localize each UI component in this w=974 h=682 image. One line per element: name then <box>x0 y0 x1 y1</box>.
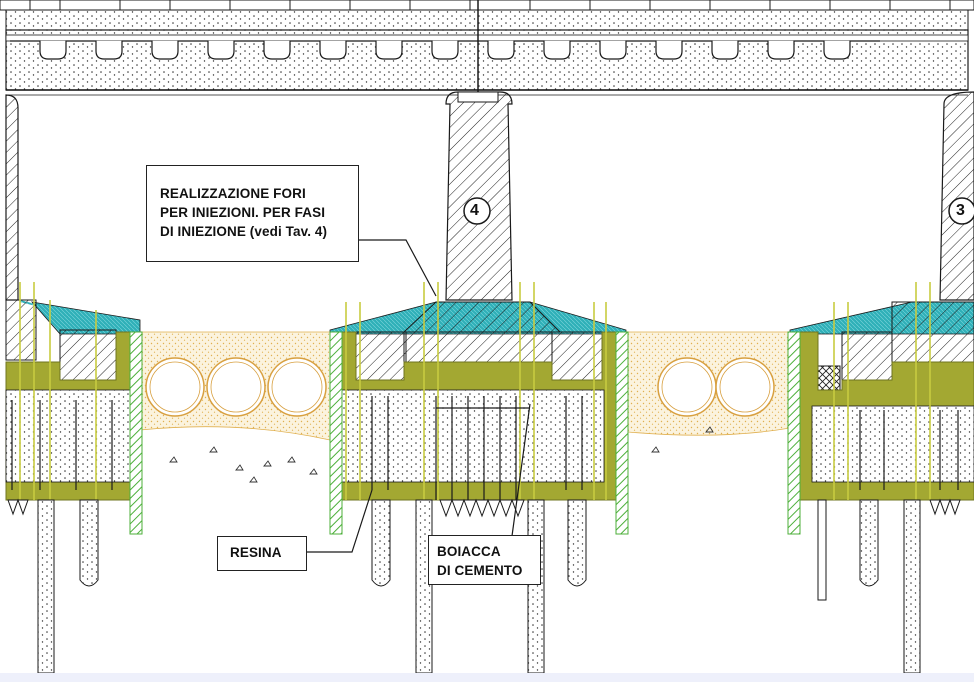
callout-grout-line1: BOIACCA <box>437 544 501 559</box>
callout-injection-holes <box>146 165 359 262</box>
callout-grout <box>428 535 541 585</box>
pier-right <box>789 91 974 397</box>
fill-material <box>139 331 791 483</box>
callout-injection-line2: PER INIEZIONI. PER FASI <box>160 205 326 220</box>
pile-tips <box>7 498 961 518</box>
rebars <box>19 282 931 500</box>
pier-mark-4-circle <box>463 197 491 225</box>
callout-injection-line1: REALIZZAZIONE FORI <box>160 186 306 201</box>
footer-band <box>0 673 974 682</box>
foundation-center <box>329 331 629 535</box>
pier-number-4: 4 <box>470 202 479 219</box>
callout-resin <box>217 536 307 571</box>
leader-lines <box>306 239 531 553</box>
pier-center <box>329 91 627 381</box>
callout-resin-label: RESINA <box>230 545 282 560</box>
callout-grout-line2: DI CEMENTO <box>437 563 523 578</box>
deck-slab <box>0 0 974 102</box>
pier-left <box>5 94 141 381</box>
callout-injection-line3: DI INIEZIONE (vedi Tav. 4) <box>160 224 328 239</box>
injection-holes <box>11 396 959 500</box>
pier-number-3: 3 <box>956 202 965 219</box>
